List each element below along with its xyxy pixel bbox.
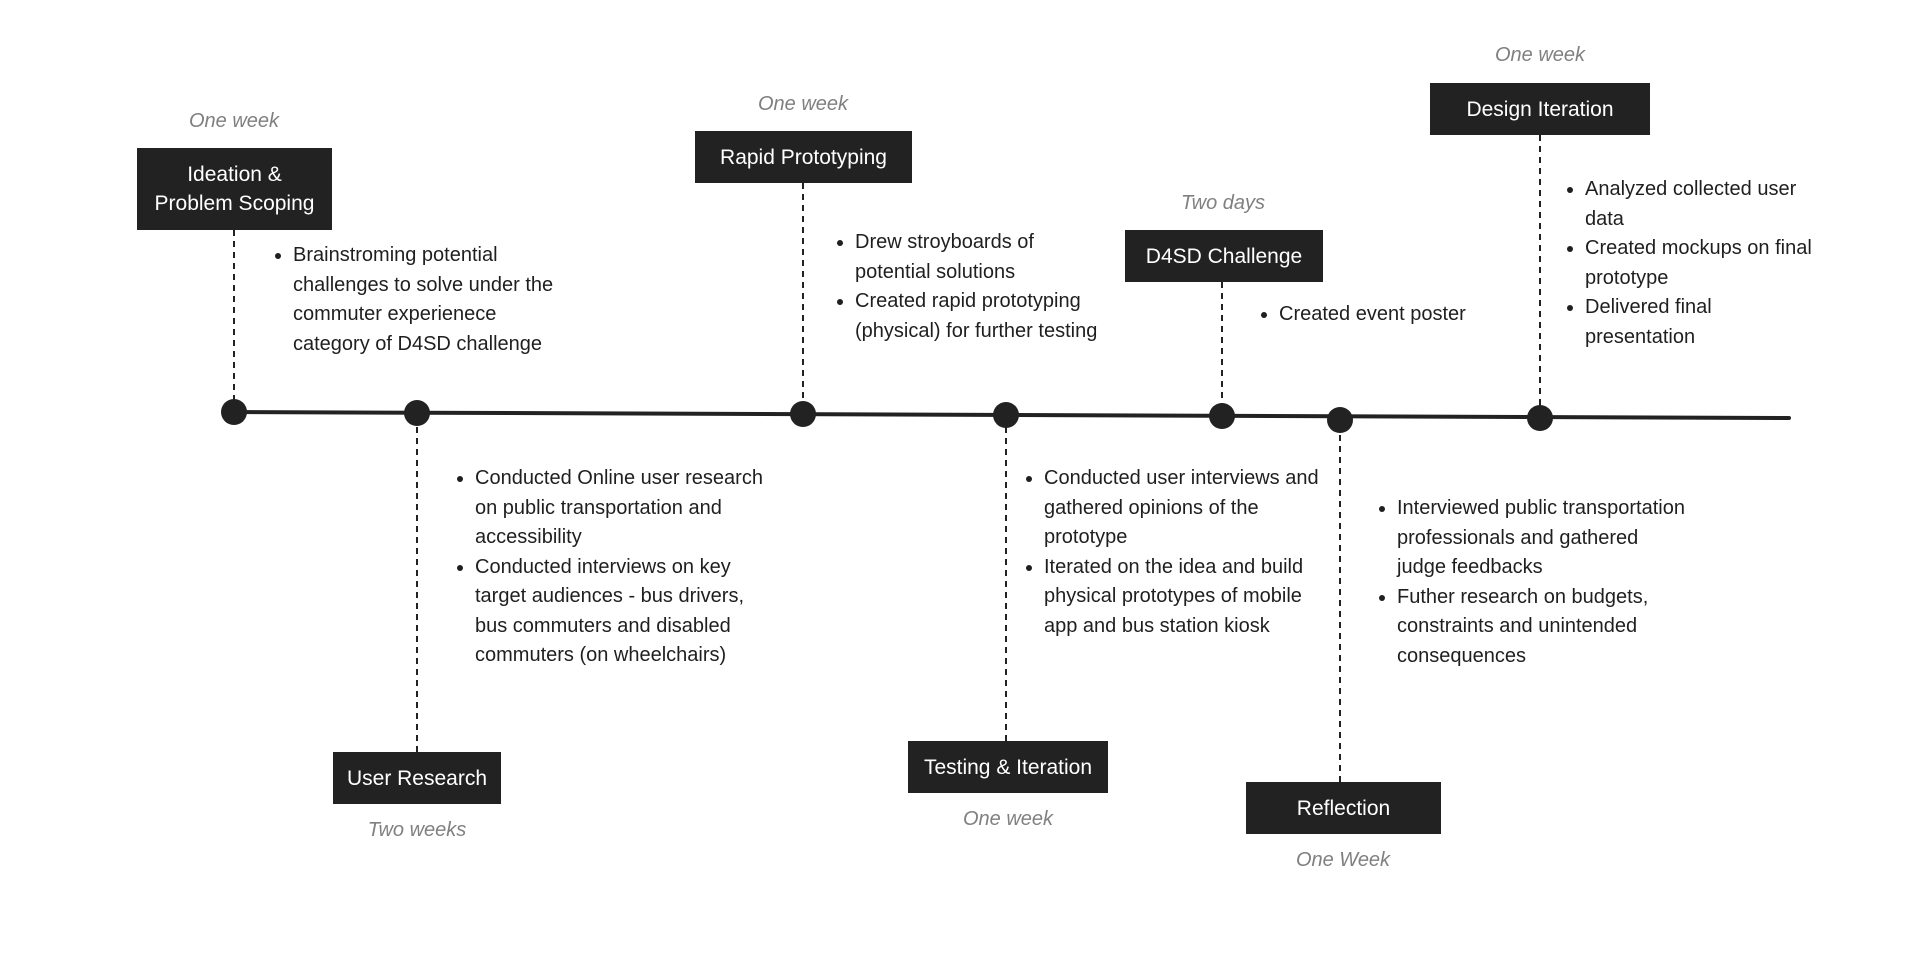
phase-box-testing-iteration[interactable]: Testing & Iteration (908, 741, 1108, 793)
phase-box-d4sd-challenge[interactable]: D4SD Challenge (1125, 230, 1323, 282)
phase-notes-ideation: Brainstroming potential challenges to so… (266, 241, 573, 359)
note-item: Interviewed public transportation profes… (1397, 494, 1687, 583)
timeline-node-user-research (404, 400, 430, 426)
timeline-node-reflection (1327, 407, 1353, 433)
phase-duration-ideation: One week (188, 110, 280, 132)
note-item: Brainstroming potential challenges to so… (293, 241, 573, 359)
note-item: Conducted interviews on key target audie… (475, 553, 775, 671)
timeline-node-d4sd-challenge (1209, 403, 1235, 429)
timeline-node-ideation (221, 399, 247, 425)
phase-duration-reflection: One Week (1295, 849, 1391, 871)
phase-box-user-research[interactable]: User Research (333, 752, 501, 804)
note-item: Conducted Online user research on public… (475, 464, 775, 553)
phase-notes-reflection: Interviewed public transportation profes… (1370, 494, 1687, 671)
note-item: Drew stroyboards of potential solutions (855, 228, 1105, 287)
timeline-node-testing-iteration (993, 402, 1019, 428)
timeline-node-design-iteration (1527, 405, 1553, 431)
phase-notes-rapid-prototyping: Drew stroyboards of potential solutions … (828, 228, 1105, 346)
timeline-node-rapid-prototyping (790, 401, 816, 427)
phase-duration-rapid-prototyping: One week (757, 93, 849, 115)
note-item: Analyzed collected user data (1585, 175, 1815, 234)
phase-duration-testing-iteration: One week (962, 808, 1054, 830)
note-item: Created rapid prototyping (physical) for… (855, 287, 1105, 346)
phase-duration-user-research: Two weeks (367, 819, 467, 841)
phase-box-design-iteration[interactable]: Design Iteration (1430, 83, 1650, 135)
phase-duration-d4sd-challenge: Two days (1180, 192, 1266, 214)
phase-notes-user-research: Conducted Online user research on public… (448, 464, 775, 671)
phase-box-reflection[interactable]: Reflection (1246, 782, 1441, 834)
note-item: Conducted user interviews and gathered o… (1044, 464, 1324, 553)
phase-box-rapid-prototyping[interactable]: Rapid Prototyping (695, 131, 912, 183)
phase-box-ideation[interactable]: Ideation & Problem Scoping (137, 148, 332, 230)
phase-duration-design-iteration: One week (1494, 44, 1586, 66)
phase-notes-testing-iteration: Conducted user interviews and gathered o… (1017, 464, 1324, 641)
note-item: Delivered final presentation (1585, 293, 1815, 352)
phase-notes-d4sd-challenge: Created event poster (1252, 300, 1489, 330)
note-item: Futher research on budgets, constraints … (1397, 583, 1687, 672)
note-item: Created event poster (1279, 300, 1489, 330)
note-item: Created mockups on final prototype (1585, 234, 1815, 293)
phase-notes-design-iteration: Analyzed collected user data Created moc… (1558, 175, 1815, 352)
note-item: Iterated on the idea and build physical … (1044, 553, 1324, 642)
